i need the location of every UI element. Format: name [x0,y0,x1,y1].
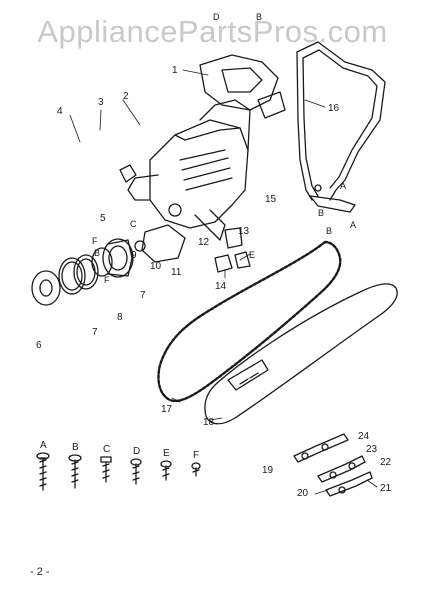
callout-1: 1 [172,65,178,76]
callout-10: 10 [150,261,162,272]
callout-15: 15 [265,194,277,205]
fastener-label-b: B [72,442,79,453]
page-number: - 2 - [30,566,50,578]
callout-22: 22 [380,457,392,468]
callout-12: 12 [198,237,210,248]
fastener-label-c: C [103,444,111,455]
callout-23: 23 [366,444,378,455]
callout-letter-c: C [130,219,137,229]
fastener-label-e: E [163,448,170,459]
callout-5: 5 [100,213,106,224]
callout-24: 24 [358,431,370,442]
callout-19: 19 [262,465,274,476]
callout-letter-f-2: F [104,275,110,285]
callout-letter-f-1: F [92,236,98,246]
callout-11: 11 [171,267,182,278]
rings-drawing [31,254,99,306]
callout-3: 3 [98,97,104,108]
callout-4: 4 [57,106,63,117]
callout-letter-b-ring: B [94,248,101,258]
callout-9: 9 [131,250,137,261]
top-cover-drawing [199,54,286,119]
callout-20: 20 [297,488,309,499]
callout-letter-b-handle-2: B [326,226,333,236]
callout-7a: 7 [92,327,98,338]
callout-18: 18 [203,417,215,428]
engine-drawing [119,99,251,241]
clutch-drawing [91,238,134,278]
fasteners-drawing [36,452,201,491]
callout-2: 2 [123,91,129,102]
carburetor-drawing [134,224,251,273]
leader-lines [69,69,378,495]
callout-13: 13 [238,226,250,237]
handle-drawing [296,41,386,213]
callout-6: 6 [36,340,42,351]
callout-17: 17 [161,404,173,415]
callout-21: 21 [380,483,392,494]
callout-7b: 7 [140,290,146,301]
callout-letter-b-handle: B [318,208,325,218]
callout-letter-a-handle: A [340,181,347,191]
saw-chain-drawing [157,240,342,403]
callout-16: 16 [328,103,340,114]
callout-letter-e: E [249,250,256,260]
callout-14: 14 [215,281,227,292]
chain-links-drawing [293,433,373,497]
fastener-label-f: F [193,450,200,461]
watermark: AppliancePartsPros.com [37,14,388,49]
fastener-label-a: A [40,440,47,451]
callout-letter-a-handle-2: A [350,220,357,230]
callout-letter-d-top: D [213,12,220,22]
guide-bar-drawing [204,283,398,425]
callout-letter-b-top: B [256,12,263,22]
callout-8: 8 [117,312,123,323]
fastener-label-d: D [133,446,141,457]
